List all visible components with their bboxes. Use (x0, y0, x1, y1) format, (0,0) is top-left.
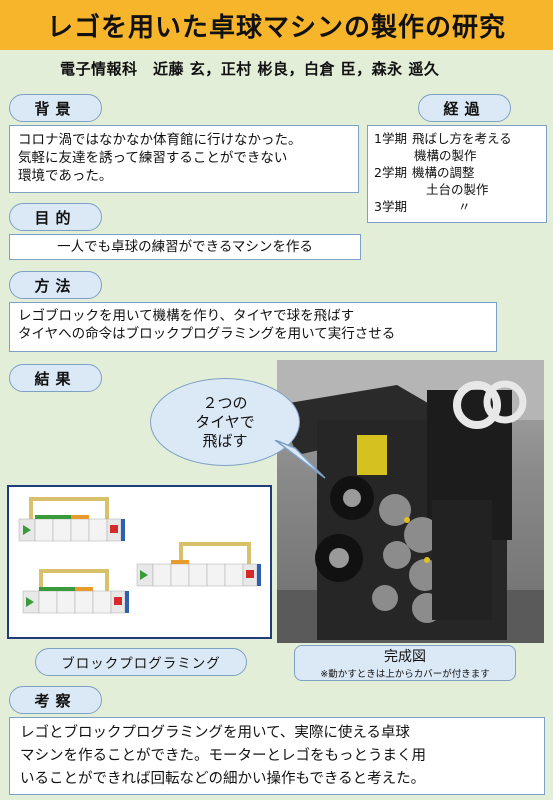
method-heading: 方法 (9, 271, 102, 299)
progress-text: 〃 (458, 199, 471, 214)
progress-text: 飛ばし方を考える (412, 131, 512, 146)
progress-row: 2学期機構の調整 (374, 164, 540, 181)
method-line: タイヤへの命令はブロックプログラミングを用いて実行させる (18, 326, 396, 342)
poster-title: レゴを用いた卓球マシンの製作の研究 (0, 0, 553, 50)
progress-text: 機構の製作 (414, 148, 477, 163)
method-line: レゴブロックを用いて機構を作り、タイヤで球を飛ばす (18, 308, 355, 324)
progress-text: 土台の製作 (426, 182, 489, 197)
progress-row: 土台の製作 (374, 181, 540, 198)
purpose-heading: 目的 (9, 203, 102, 231)
background-line: コロナ渦ではなかなか体育館に行けなかった。 (18, 132, 302, 148)
discussion-heading: 考察 (9, 686, 102, 714)
method-box: レゴブロックを用いて機構を作り、タイヤで球を飛ばす タイヤへの命令はブロックプロ… (9, 302, 497, 352)
progress-term: 3学期 (374, 199, 407, 214)
speech-bubble: ２つの タイヤで 飛ばす (150, 378, 300, 466)
bubble-line: 飛ばす (202, 431, 248, 450)
progress-row: 1学期飛ばし方を考える (374, 130, 540, 147)
author-list: 電子情報科 近藤 玄，正村 彬良，白倉 臣，森永 遥久 (60, 60, 440, 78)
discussion-line: レゴとブロックプログラミングを用いて、実際に使える卓球 (20, 725, 410, 741)
machine-photo (277, 360, 544, 643)
program-blocks-illustration (18, 497, 261, 614)
photo-note: ※動かすときは上からカバーが付きます (320, 669, 490, 680)
photo-caption-box: 完成図 ※動かすときは上からカバーが付きます (294, 645, 516, 681)
discussion-box: レゴとブロックプログラミングを用いて、実際に使える卓球 マシンを作ることができた… (9, 717, 545, 795)
progress-heading: 経過 (418, 94, 511, 122)
photo-caption: 完成図 (384, 649, 426, 665)
progress-row: 機構の製作 (374, 147, 540, 164)
bubble-tail (274, 440, 326, 479)
discussion-line: いることができれば回転などの細かい操作もできると考えた。 (20, 771, 426, 787)
progress-term: 1学期 (374, 131, 407, 146)
progress-text: 機構の調整 (412, 165, 475, 180)
discussion-line: マシンを作ることができた。モーターとレゴをもっとうまく用 (20, 748, 426, 764)
bubble-line: タイヤで (195, 412, 255, 431)
background-heading: 背景 (9, 94, 102, 122)
background-line: 環境であった。 (18, 168, 113, 184)
bubble-line: ２つの (202, 393, 248, 412)
purpose-text: 一人でも卓球の練習ができるマシンを作る (57, 239, 313, 255)
purpose-box: 一人でも卓球の練習ができるマシンを作る (9, 234, 361, 260)
background-line: 気軽に友達を誘って練習することができない (18, 150, 288, 166)
results-heading: 結果 (9, 364, 102, 392)
lego-machine-illustration (277, 360, 544, 643)
program-caption: ブロックプログラミング (35, 648, 247, 676)
progress-row: 3学期 〃 (374, 198, 540, 215)
block-programming-image (7, 485, 272, 639)
progress-term: 2学期 (374, 165, 407, 180)
progress-box: 1学期飛ばし方を考える 機構の製作 2学期機構の調整 土台の製作 3学期 〃 (367, 125, 547, 223)
background-box: コロナ渦ではなかなか体育館に行けなかった。 気軽に友達を誘って練習することができ… (9, 125, 359, 193)
